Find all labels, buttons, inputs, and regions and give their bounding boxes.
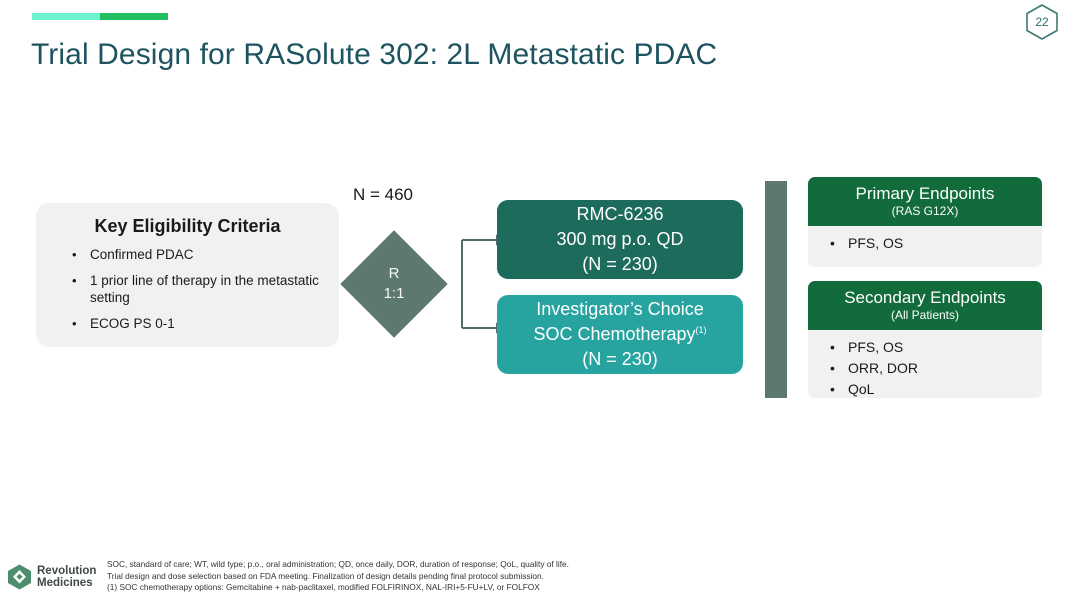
endpoints-divider-bar: [765, 181, 787, 398]
logo-line-2: Medicines: [37, 577, 93, 589]
secondary-endpoints-header: Secondary Endpoints (All Patients): [808, 281, 1042, 330]
experimental-arm-box: RMC-6236 300 mg p.o. QD (N = 230): [497, 200, 743, 279]
arm-line-3: (N = 230): [582, 349, 658, 369]
list-item: • Confirmed PDAC: [50, 246, 325, 263]
eligibility-title: Key Eligibility Criteria: [94, 216, 281, 236]
footnote-marker: (1): [695, 325, 707, 335]
arm-line-3: (N = 230): [582, 254, 658, 274]
primary-endpoints-list: • PFS, OS: [808, 233, 1042, 254]
primary-endpoints-heading: Primary Endpoints: [855, 184, 995, 203]
eligibility-item-text: 1 prior line of therapy in the metastati…: [90, 273, 319, 305]
secondary-endpoints-card: Secondary Endpoints (All Patients) • PFS…: [808, 281, 1042, 398]
list-item: • ORR, DOR: [808, 358, 1042, 379]
primary-endpoints-subheading: (RAS G12X): [891, 204, 959, 218]
title-accent-bar: [32, 13, 168, 20]
logo-wordmark: Revolution Medicines: [37, 565, 96, 589]
primary-endpoints-header: Primary Endpoints (RAS G12X): [808, 177, 1042, 226]
secondary-endpoints-list: • PFS, OS • ORR, DOR • QoL: [808, 337, 1042, 398]
hexagon-icon: [1026, 4, 1058, 40]
eligibility-item-text: ECOG PS 0-1: [90, 316, 175, 331]
total-enrollment-label: N = 460: [353, 185, 414, 204]
list-item: • QoL: [808, 379, 1042, 398]
secondary-endpoints-subheading: (All Patients): [890, 308, 960, 322]
eligibility-criteria-card: Key Eligibility Criteria • Confirmed PDA…: [36, 203, 339, 347]
logo-line-1: Revolution: [37, 565, 97, 577]
secondary-endpoints-body: • PFS, OS • ORR, DOR • QoL: [808, 330, 1042, 398]
list-item: • 1 prior line of therapy in the metasta…: [50, 272, 325, 306]
endpoint-item-text: PFS, OS: [848, 235, 904, 251]
bullet-icon: •: [72, 273, 77, 288]
control-arm-box: Investigator’s Choice SOC Chemotherapy(1…: [497, 295, 743, 374]
arm-line-2: SOC Chemotherapy(1): [533, 322, 706, 347]
arm-line-2: 300 mg p.o. QD: [556, 229, 684, 249]
arm-line-1: RMC-6236: [576, 204, 664, 224]
page-title: Trial Design for RASolute 302: 2L Metast…: [31, 38, 718, 71]
bullet-icon: •: [830, 339, 835, 355]
page-number-text: 22: [1035, 15, 1049, 29]
page-number-badge: 22: [1024, 3, 1060, 41]
bullet-icon: •: [72, 316, 77, 331]
company-logo: Revolution Medicines: [6, 561, 104, 593]
footnotes: SOC, standard of care; WT, wild type; p.…: [107, 559, 807, 594]
list-item: • PFS, OS: [808, 233, 1042, 254]
bullet-icon: •: [830, 381, 835, 397]
endpoint-item-text: QoL: [848, 381, 875, 397]
eligibility-item-text: Confirmed PDAC: [90, 247, 194, 262]
bullet-icon: •: [830, 360, 835, 376]
bullet-icon: •: [72, 247, 77, 262]
list-item: • ECOG PS 0-1: [50, 315, 325, 332]
endpoint-item-text: ORR, DOR: [848, 360, 918, 376]
arm-line-2-text: SOC Chemotherapy: [533, 324, 696, 344]
primary-endpoints-body: • PFS, OS: [808, 226, 1042, 254]
accent-segment-left: [32, 13, 100, 20]
eligibility-list: • Confirmed PDAC • 1 prior line of thera…: [50, 246, 325, 332]
randomization-node: R 1:1: [340, 230, 448, 338]
bullet-icon: •: [830, 235, 835, 251]
footnote-line: (1) SOC chemotherapy options: Gemcitabin…: [107, 582, 540, 593]
randomization-ratio: 1:1: [383, 285, 405, 302]
randomization-label: R 1:1: [340, 230, 448, 338]
arm-line-1: Investigator’s Choice: [536, 299, 704, 319]
endpoint-item-text: PFS, OS: [848, 339, 904, 355]
accent-segment-right: [100, 13, 168, 20]
list-item: • PFS, OS: [808, 337, 1042, 358]
secondary-endpoints-heading: Secondary Endpoints: [844, 288, 1006, 307]
primary-endpoints-card: Primary Endpoints (RAS G12X) • PFS, OS: [808, 177, 1042, 267]
randomization-letter: R: [388, 265, 400, 282]
footnote-line: Trial design and dose selection based on…: [107, 570, 544, 581]
revolution-medicines-logo-icon: [8, 564, 31, 590]
footnote-line: SOC, standard of care; WT, wild type; p.…: [107, 559, 569, 569]
